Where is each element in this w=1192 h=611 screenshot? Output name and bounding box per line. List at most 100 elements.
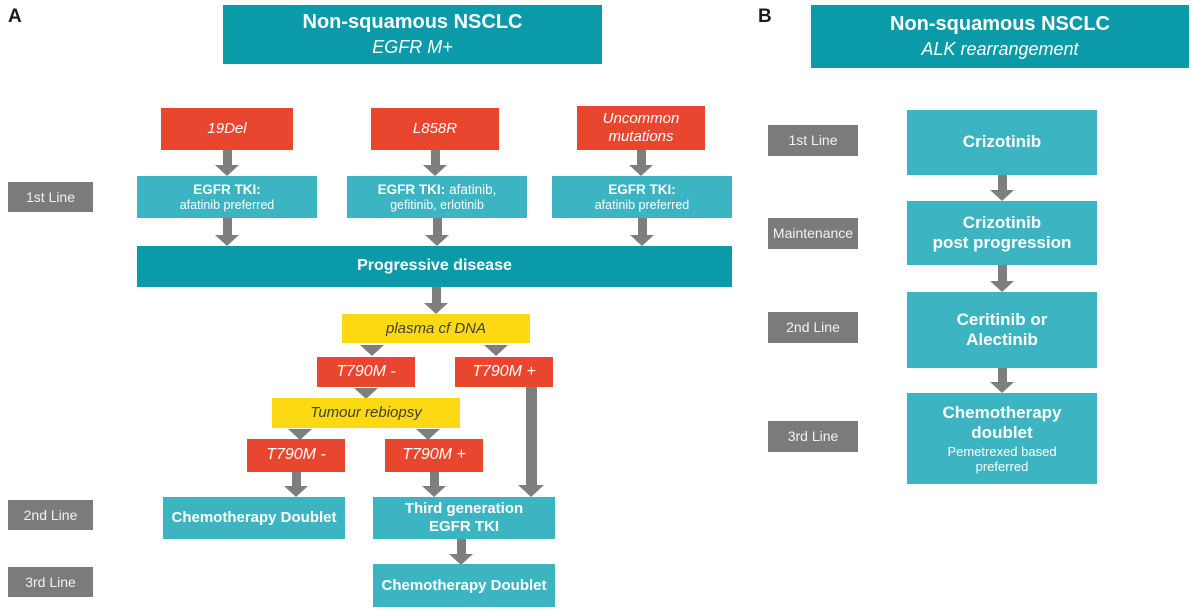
- line-label-text: 3rd Line: [787, 428, 839, 445]
- mutation-label-19del: 19Del: [207, 120, 247, 138]
- arrow-down-long-icon: [518, 387, 544, 497]
- t790m-negative-rebiopsy-box: T790M -: [247, 439, 345, 472]
- arrow-head: [425, 235, 449, 246]
- arrow-head: [424, 303, 448, 314]
- arrow-head: [630, 235, 654, 246]
- line-label-text: 2nd Line: [786, 319, 840, 336]
- tki-box-uncommon: EGFR TKI: afatinib preferred: [552, 176, 732, 218]
- line-label-maintenance-b: Maintenance: [768, 218, 858, 249]
- line-label-2nd-a: 2nd Line: [8, 500, 93, 530]
- arrow-down-icon: [629, 218, 655, 246]
- third-generation-line2: EGFR TKI: [429, 518, 499, 535]
- third-generation-tki-box: Third generation EGFR TKI: [373, 497, 555, 539]
- tki-rest: afatinib,: [449, 181, 497, 197]
- arrow-head: [288, 429, 312, 440]
- tumour-rebiopsy-label: Tumour rebiopsy: [310, 404, 422, 422]
- tki-strong: EGFR TKI:: [608, 181, 676, 197]
- arrow-shaft: [636, 150, 646, 165]
- arrow-head: [484, 345, 508, 356]
- arrow-down-icon: [214, 218, 240, 246]
- arrow-down-icon: [423, 287, 449, 314]
- line-label-text: 3rd Line: [25, 573, 76, 590]
- box-line1: Ceritinib or: [956, 309, 1048, 329]
- t790m-positive-rebiopsy-box: T790M +: [385, 439, 483, 472]
- ceritinib-alectinib-box: Ceritinib or Alectinib: [907, 292, 1097, 368]
- t790m-positive-label: T790M +: [402, 446, 466, 464]
- line-label-2nd-b: 2nd Line: [768, 312, 858, 343]
- arrow-shaft: [431, 287, 441, 303]
- arrowhead-down-icon: [288, 429, 312, 440]
- panel-a-letter: A: [8, 6, 22, 27]
- crizotinib-post-progression-box: Crizotinib post progression: [907, 201, 1097, 265]
- arrow-shaft: [997, 368, 1007, 382]
- progressive-disease-bar: Progressive disease: [137, 246, 732, 287]
- box-line2: Alectinib: [966, 330, 1038, 349]
- line-label-text: 1st Line: [788, 132, 838, 149]
- arrowhead-down-icon: [354, 388, 378, 399]
- arrow-head: [360, 345, 384, 356]
- box-line1: Crizotinib: [962, 132, 1042, 152]
- arrow-down-icon: [424, 218, 450, 246]
- box-line1: Chemotherapy: [942, 402, 1062, 422]
- arrow-shaft: [456, 539, 466, 554]
- mutation-label-l858r: L858R: [412, 120, 458, 138]
- panel-a-title: Non-squamous NSCLC: [302, 10, 523, 33]
- third-generation-line1: Third generation: [404, 500, 524, 518]
- arrow-down-icon: [989, 265, 1015, 292]
- arrow-head: [423, 165, 447, 176]
- line-label-1st-a: 1st Line: [8, 182, 93, 212]
- t790m-positive-plasma-box: T790M +: [455, 357, 553, 387]
- t790m-negative-label: T790M -: [266, 446, 326, 464]
- arrow-down-icon: [989, 368, 1015, 393]
- arrow-head: [354, 388, 378, 399]
- arrow-shaft: [222, 218, 232, 235]
- mutation-label-uncommon: Uncommon mutations: [602, 110, 680, 145]
- arrow-shaft: [997, 265, 1007, 281]
- box-line1: Crizotinib: [962, 212, 1042, 232]
- mutation-box-uncommon: Uncommon mutations: [577, 106, 705, 150]
- panel-b-letter: B: [758, 6, 772, 27]
- box-line2: doublet: [971, 422, 1033, 442]
- arrow-shaft: [291, 472, 301, 486]
- arrowhead-down-icon: [484, 345, 508, 356]
- arrow-shaft: [432, 218, 442, 235]
- arrow-shaft: [222, 150, 232, 165]
- chemotherapy-doublet-b-box: Chemotherapy doublet Pemetrexed based pr…: [907, 393, 1097, 484]
- t790m-positive-label: T790M +: [472, 362, 536, 380]
- box-line2: post progression: [932, 233, 1072, 252]
- tki-line1: EGFR TKI:: [608, 182, 676, 198]
- tki-line1: EGFR TKI:afatinib,: [378, 182, 497, 198]
- progressive-disease-label: Progressive disease: [357, 257, 512, 275]
- arrow-head: [990, 382, 1014, 393]
- line-label-1st-b: 1st Line: [768, 125, 858, 156]
- arrow-head: [422, 486, 446, 497]
- line-label-3rd-a: 3rd Line: [8, 567, 93, 597]
- arrow-head: [449, 554, 473, 565]
- panel-b-title: Non-squamous NSCLC: [890, 12, 1110, 35]
- crizotinib-box: Crizotinib: [907, 110, 1097, 175]
- tumour-rebiopsy-box: Tumour rebiopsy: [272, 398, 460, 428]
- panel-a-subtitle: EGFR M+: [372, 37, 453, 58]
- arrow-down-icon: [283, 472, 309, 497]
- arrow-head: [215, 165, 239, 176]
- t790m-negative-label: T790M -: [336, 362, 396, 380]
- mutation-box-19del: 19Del: [161, 108, 293, 150]
- arrow-down-icon: [422, 150, 448, 176]
- tki-strong: EGFR TKI:: [377, 181, 446, 197]
- arrow-shaft: [430, 150, 440, 165]
- arrow-head: [284, 486, 308, 497]
- plasma-cfdna-label: plasma cf DNA: [385, 319, 487, 337]
- line-label-text: 1st Line: [25, 188, 76, 205]
- t790m-negative-plasma-box: T790M -: [317, 357, 415, 387]
- arrow-shaft: [637, 218, 647, 235]
- arrow-shaft: [525, 387, 537, 485]
- arrow-shaft: [997, 175, 1007, 190]
- tki-strong: EGFR TKI:: [193, 181, 261, 197]
- arrow-down-icon: [214, 150, 240, 176]
- arrowhead-down-icon: [360, 345, 384, 356]
- arrow-head: [990, 281, 1014, 292]
- tki-line2: afatinib preferred: [179, 197, 275, 212]
- tki-line2: gefitinib, erlotinib: [390, 197, 484, 212]
- tki-line2: afatinib preferred: [594, 197, 690, 212]
